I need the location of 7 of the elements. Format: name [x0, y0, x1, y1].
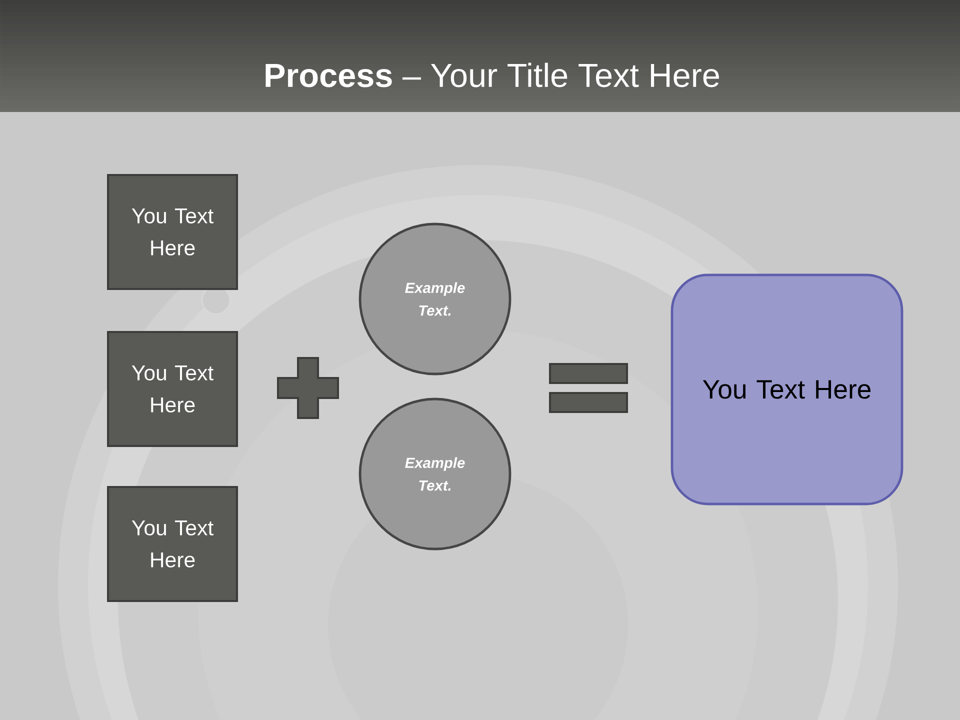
circle-node: Example Text.: [358, 222, 512, 376]
title: Process – Your Title Text Here: [266, 62, 719, 88]
text-box: You Text Here: [107, 331, 238, 447]
circle-node: Example Text.: [358, 398, 512, 550]
text-box: You Text Here: [107, 486, 238, 602]
text-box: You Text Here: [107, 174, 238, 290]
rounded-box: You Text Here: [670, 274, 904, 506]
